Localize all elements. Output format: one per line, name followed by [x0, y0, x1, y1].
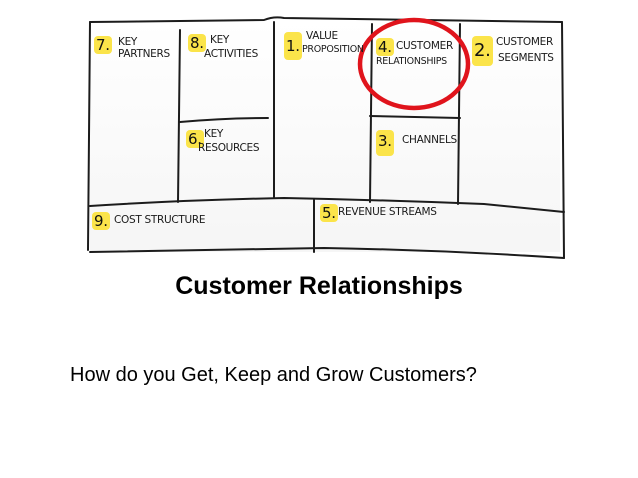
block-label: VALUE — [306, 30, 338, 42]
block-label: KEY — [118, 36, 138, 48]
block-number: 8. — [188, 34, 206, 52]
block-label: RELATIONSHIPS — [376, 56, 447, 67]
block-label: PROPOSITION — [302, 44, 364, 55]
block-label: PARTNERS — [118, 48, 170, 60]
highlight-circle — [357, 17, 471, 111]
block-label: ACTIVITIES — [204, 48, 258, 60]
block-number: 6. — [186, 130, 204, 148]
block-label: CUSTOMER — [496, 36, 553, 48]
block-number: 5. — [320, 204, 338, 222]
block-label: KEY — [204, 128, 224, 140]
block-number: 9. — [92, 212, 110, 230]
block-number: 2. — [472, 36, 493, 66]
block-number: 4. — [376, 38, 394, 56]
block-number: 1. — [284, 32, 302, 60]
block-label: COST STRUCTURE — [114, 214, 206, 226]
block-label: KEY — [210, 34, 230, 46]
slide-title: Customer Relationships — [175, 272, 463, 300]
block-label: SEGMENTS — [498, 52, 554, 64]
block-label: CUSTOMER — [396, 40, 453, 52]
business-model-canvas-sketch: 7. KEY PARTNERS 8. KEY ACTIVITIES 6. KEY… — [84, 14, 566, 266]
block-number: 3. — [376, 130, 394, 156]
block-number: 7. — [94, 36, 112, 54]
block-label: REVENUE STREAMS — [338, 206, 437, 218]
block-label: RESOURCES — [198, 142, 260, 154]
block-label: CHANNELS — [402, 134, 457, 146]
slide-subtitle: How do you Get, Keep and Grow Customers? — [70, 364, 477, 386]
